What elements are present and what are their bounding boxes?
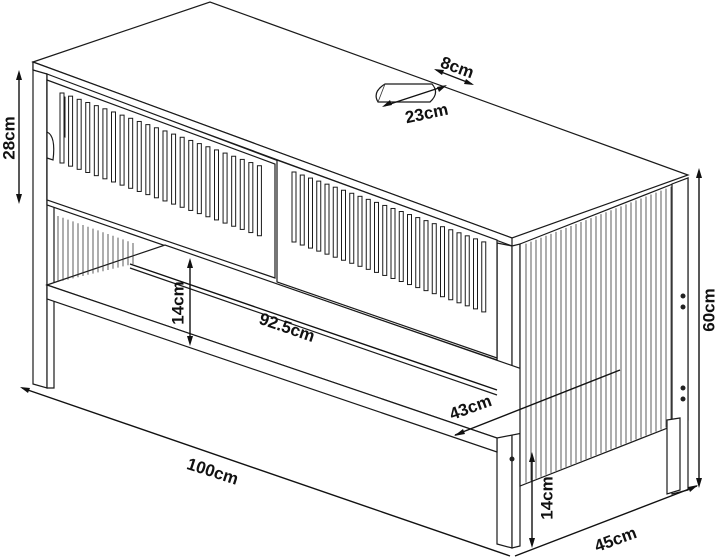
back-left-slat-panel [57,216,134,282]
door-slats [59,92,487,313]
screw-icon [680,293,686,299]
screw-icon [680,304,686,310]
screw-icon [509,456,515,462]
label-door-height: 28cm [0,116,19,160]
right-side-panel [509,177,689,495]
screw-icon [680,385,686,391]
label-leg-height: 14cm [537,476,557,520]
label-shelf-clearance: 14cm [168,281,188,325]
lower-shelf [45,244,643,453]
label-total-height: 60cm [699,288,719,332]
dimension-lines [16,69,702,557]
screw-icon [680,396,686,402]
